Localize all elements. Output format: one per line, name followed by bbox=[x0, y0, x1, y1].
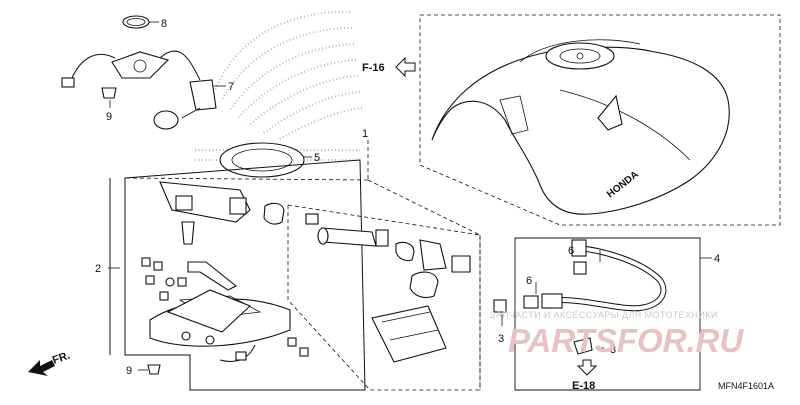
float-part bbox=[153, 110, 179, 130]
callout-8[interactable]: 8 bbox=[161, 18, 167, 30]
front-label: FR. bbox=[51, 349, 72, 366]
filter-part bbox=[409, 271, 439, 299]
fuel-tank bbox=[431, 39, 730, 215]
f16-label[interactable]: F-16 bbox=[362, 62, 385, 74]
grommet-part-9 bbox=[101, 87, 117, 99]
hose-bracket-outline bbox=[514, 237, 701, 391]
assembly-outline-2 bbox=[124, 159, 366, 391]
watermark-logo: PARTSFOR.RU bbox=[508, 322, 744, 359]
callout-9-top[interactable]: 9 bbox=[106, 111, 112, 123]
honda-wing-watermark bbox=[195, 10, 363, 162]
callout-6-right[interactable]: 6 bbox=[568, 245, 574, 257]
pump-parts bbox=[141, 181, 471, 375]
connector-plug bbox=[61, 77, 75, 88]
callout-3-left[interactable]: 3 bbox=[498, 333, 504, 345]
fuel-cap bbox=[545, 42, 615, 70]
callout-1[interactable]: 1 bbox=[362, 128, 368, 140]
callout-2[interactable]: 2 bbox=[95, 263, 101, 275]
callout-7[interactable]: 7 bbox=[228, 81, 234, 93]
grommet-part-9-lower bbox=[147, 364, 161, 375]
e18-label[interactable]: E-18 bbox=[572, 380, 595, 392]
e18-reference[interactable]: E-18 bbox=[572, 359, 598, 392]
callout-6-left[interactable]: 6 bbox=[526, 275, 532, 287]
pump-bracket bbox=[159, 181, 251, 223]
spring-part bbox=[263, 202, 285, 225]
fuel-sender-assembly bbox=[61, 15, 217, 130]
drawing-code: MFN4F1601A bbox=[718, 381, 774, 391]
f16-reference[interactable]: F-16 bbox=[362, 56, 416, 78]
callout-4[interactable]: 4 bbox=[714, 253, 720, 265]
pump-subassembly-outline bbox=[287, 204, 481, 391]
front-direction: FR. bbox=[28, 349, 72, 376]
tank-outline-box bbox=[419, 14, 781, 226]
float-arm-part-7 bbox=[189, 79, 217, 111]
front-arrow-icon bbox=[28, 360, 55, 376]
left-arrow-icon bbox=[395, 56, 416, 78]
gasket-part-5 bbox=[219, 142, 305, 178]
small-fasteners bbox=[141, 257, 238, 301]
down-arrow-icon bbox=[576, 359, 598, 376]
sender-plate bbox=[111, 51, 170, 79]
watermark-caption: ЗАПЧАСТИ И АКСЕССУАРЫ ДЛЯ МОТОТЕХНИКИ bbox=[490, 310, 718, 320]
fuel-strainer bbox=[371, 305, 447, 363]
tank-wing-emblem bbox=[597, 94, 623, 131]
callout-9-bottom[interactable]: 9 bbox=[126, 365, 132, 377]
fuel-hose-assembly bbox=[493, 239, 667, 355]
callout-5[interactable]: 5 bbox=[314, 152, 320, 164]
callout-3-right[interactable]: 3 bbox=[610, 344, 616, 356]
fuel-pump-motor bbox=[321, 227, 377, 247]
